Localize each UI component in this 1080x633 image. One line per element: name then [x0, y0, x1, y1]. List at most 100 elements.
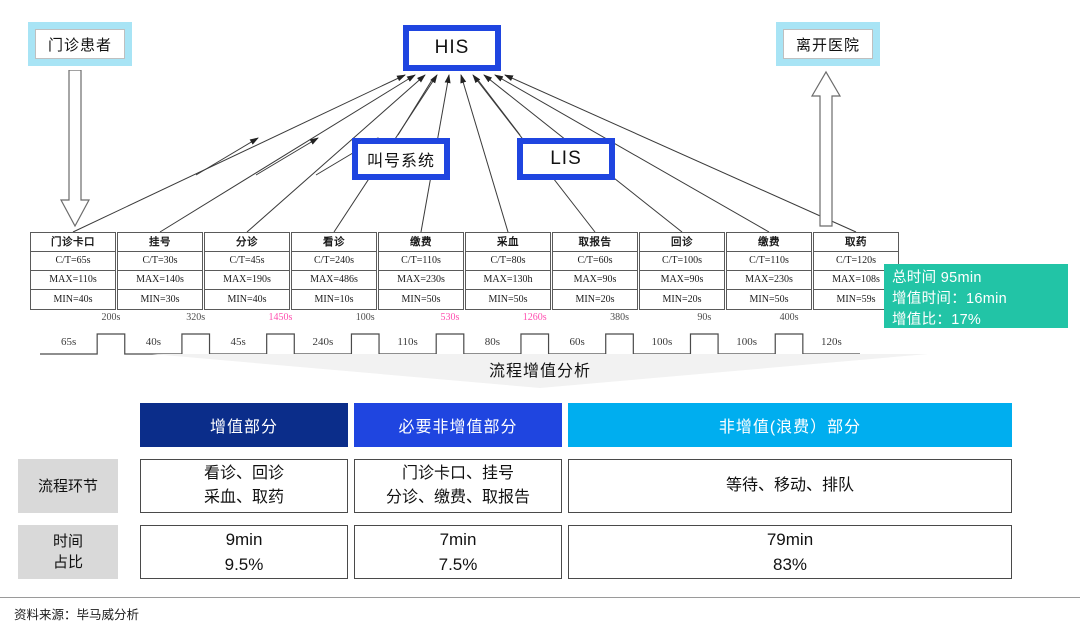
process-ct: C/T=65s — [31, 252, 115, 271]
process-ct: C/T=110s — [727, 252, 811, 271]
process-min: MIN=50s — [749, 293, 789, 305]
system-label-his: HIS — [409, 31, 495, 65]
process-ct: C/T=110s — [379, 252, 463, 271]
wait-time-label: 200s — [101, 312, 121, 323]
waveform-path — [40, 333, 860, 355]
wait-time-label: 1260s — [522, 312, 547, 323]
process-time-label: 65s — [60, 336, 77, 348]
process-name: 分诊 — [205, 233, 289, 252]
process-name: 门诊卡口 — [31, 233, 115, 252]
process-name: 挂号 — [118, 233, 202, 252]
column-header-0: 增值部分 — [140, 403, 348, 447]
process-time-label: 80s — [484, 336, 501, 348]
process-name: 缴费 — [727, 233, 811, 252]
entry-label: 门诊患者 — [35, 29, 125, 59]
cycle-time-waveform — [40, 333, 860, 355]
process-name: 缴费 — [379, 233, 463, 252]
wait-time-label: 400s — [779, 312, 799, 323]
wait-time-label: 90s — [697, 312, 712, 323]
value-analysis-table: 增值部分 必要非增值部分 非增值(浪费）部分 流程环节 时间 占比 看诊、回诊 … — [18, 403, 1062, 588]
process-max: MAX=110s — [31, 271, 115, 290]
process-time-label: 110s — [397, 336, 418, 348]
process-time-label: 100s — [736, 336, 758, 348]
wait-time-label: 380s — [610, 312, 629, 323]
cell-steps-waste: 等待、移动、排队 — [568, 459, 1012, 513]
process-min: MIN=30s — [140, 293, 180, 305]
entry-box: 门诊患者 — [28, 22, 132, 66]
system-label-lis: LIS — [523, 144, 609, 174]
process-name: 采血 — [466, 233, 550, 252]
timeline-labels: 65s 40s 45s 240s 110s 80s 60s 100s 100s 120s 200s 3… — [0, 312, 1080, 362]
process-name: 取药 — [814, 233, 898, 252]
process-min: MIN=40s — [227, 293, 267, 305]
process-max: MAX=486s — [292, 271, 376, 290]
process-ct: C/T=60s — [553, 252, 637, 271]
wait-time-label: 100s — [355, 312, 375, 323]
system-box-queue[interactable]: 叫号系统 — [352, 138, 450, 180]
process-ct: C/T=240s — [292, 252, 376, 271]
system-label-queue: 叫号系统 — [358, 144, 444, 174]
wait-time-label: 320s — [186, 312, 206, 323]
process-max: MAX=190s — [205, 271, 289, 290]
process-ct: C/T=80s — [466, 252, 550, 271]
process-max: MAX=130h — [466, 271, 550, 290]
cell-time-waste: 79min 83% — [568, 525, 1012, 579]
cell-time-value-added: 9min 9.5% — [140, 525, 348, 579]
source-note: 资料来源：毕马威分析 — [14, 608, 140, 622]
cell-steps-necessary: 门诊卡口、挂号 分诊、缴费、取报告 — [354, 459, 562, 513]
process-time-label: 60s — [569, 336, 585, 348]
wait-time-label: 530s — [440, 312, 460, 323]
summary-badge: 总时间 95min 增值时间：16min 增值比：17% — [884, 264, 1068, 328]
exit-box: 离开医院 — [776, 22, 880, 66]
column-header-1: 必要非增值部分 — [354, 403, 562, 447]
exit-flow-arrow-icon — [810, 70, 842, 227]
process-name: 取报告 — [553, 233, 637, 252]
footer-divider — [0, 597, 1080, 598]
process-min: MIN=10s — [314, 293, 354, 305]
summary-value-time: 增值时间：16min — [892, 291, 1007, 307]
summary-value-ratio: 增值比：17% — [892, 312, 982, 328]
cell-steps-value-added: 看诊、回诊 采血、取药 — [140, 459, 348, 513]
row-label-time: 时间 占比 — [18, 525, 118, 579]
process-ct: C/T=100s — [640, 252, 724, 271]
process-min: MIN=50s — [488, 293, 528, 305]
section-chevron-icon — [152, 354, 928, 388]
process-time-label: 120s — [821, 336, 842, 348]
process-min: MIN=40s — [53, 293, 93, 305]
wait-time-label: 1450s — [268, 312, 293, 323]
process-ct: C/T=45s — [205, 252, 289, 271]
process-min: MIN=20s — [662, 293, 702, 305]
system-box-lis[interactable]: LIS — [517, 138, 615, 180]
column-header-2: 非增值(浪费）部分 — [568, 403, 1012, 447]
row-label-steps: 流程环节 — [18, 459, 118, 513]
process-max: MAX=140s — [118, 271, 202, 290]
process-min: MIN=59s — [836, 293, 876, 305]
process-name: 看诊 — [292, 233, 376, 252]
system-box-his[interactable]: HIS — [403, 25, 501, 71]
process-time-label: 45s — [230, 336, 246, 348]
cell-time-necessary: 7min 7.5% — [354, 525, 562, 579]
process-ct: C/T=30s — [118, 252, 202, 271]
process-time-label: 240s — [312, 336, 334, 348]
process-max: MAX=230s — [379, 271, 463, 290]
process-min: MIN=50s — [401, 293, 441, 305]
summary-total: 总时间 95min — [892, 270, 982, 286]
process-time-label: 100s — [651, 336, 673, 348]
process-max: MAX=108s — [814, 271, 898, 290]
process-ct: C/T=120s — [814, 252, 898, 271]
process-time-label: 40s — [145, 336, 161, 348]
process-max: MAX=230s — [727, 271, 811, 290]
entry-flow-arrow-icon — [59, 70, 91, 228]
exit-label: 离开医院 — [783, 29, 873, 59]
process-min: MIN=20s — [575, 293, 615, 305]
